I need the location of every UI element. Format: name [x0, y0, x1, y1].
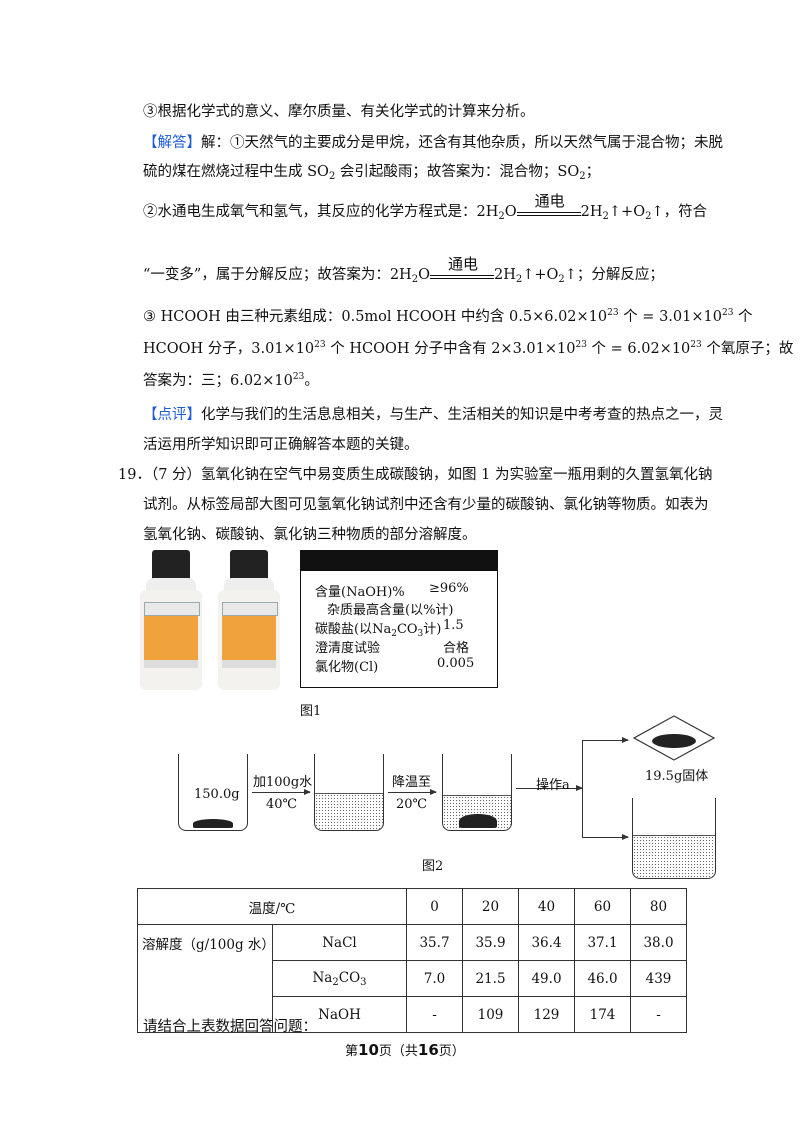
- table-cell: 35.9: [462, 924, 519, 961]
- table-cell: 60: [574, 888, 631, 925]
- answer-tag: 【解答】: [143, 135, 201, 151]
- label-chloride-value: 0.005: [437, 656, 475, 671]
- branch-line: [582, 740, 583, 837]
- question-19-line-1: 19．（7 分）氢氧化钠在空气中易变质生成碳酸钠，如图 1 为实验室一瓶用剩的久…: [118, 467, 713, 483]
- reaction-condition: 通电: [516, 192, 581, 220]
- step-2-temp: 20℃: [396, 797, 428, 812]
- label-carbonate: 碳酸盐(以Na2CO3计): [315, 622, 442, 639]
- step-1-label: 加100g水: [253, 775, 313, 790]
- operation-a: 操作a: [536, 778, 570, 793]
- label-impurity-title: 杂质最高含量(以%计): [327, 603, 454, 618]
- table-cell: -: [406, 996, 463, 1033]
- figure-1-caption: 图1: [300, 704, 322, 719]
- table-cell: 80: [630, 888, 687, 925]
- arrow-1: [252, 789, 311, 795]
- question-19-line-2: 试剂。从标签局部大图可见氢氧化钠试剂中还含有少量的碳酸钠、氯化钠等物质。如表为: [143, 497, 709, 513]
- table-cell: Na2CO3: [272, 960, 407, 997]
- table-cell: 174: [574, 996, 631, 1033]
- arrow-to-filtrate: [582, 834, 629, 840]
- table-cell: NaCl: [272, 924, 407, 961]
- step-2-label: 降温至: [392, 775, 432, 790]
- solid-mass: 19.5g固体: [645, 769, 709, 784]
- table-cell: 49.0: [518, 960, 575, 997]
- comment-line-2: 活运用所学知识即可正确解答本题的关键。: [143, 437, 419, 453]
- label-content-value: ≥96%: [429, 581, 469, 596]
- table-row: 温度/℃ 0 20 40 60 80: [137, 888, 687, 925]
- table-cell: NaOH: [272, 996, 407, 1033]
- table-cell: 20: [462, 888, 519, 925]
- beaker-2: [314, 754, 384, 831]
- answer-line-4: ③ HCOOH 由三种元素组成：0.5mol HCOOH 中约含 0.5×6.0…: [143, 308, 753, 325]
- table-cell: 109: [462, 996, 519, 1033]
- answer-line-2: 硫的煤在燃烧过程中生成 SO2 会引起酸雨；故答案为：混合物；SO2；: [143, 164, 601, 182]
- temp-header: 温度/℃: [137, 888, 407, 925]
- table-cell: 35.7: [406, 924, 463, 961]
- step-1-temp: 40℃: [266, 797, 298, 812]
- table-row: Na2CO3 7.0 21.5 49.0 46.0 439: [138, 960, 687, 997]
- label-chloride: 氯化物(Cl): [315, 660, 379, 675]
- answer-line-5: HCOOH 分子，3.01×1023 个 HCOOH 分子中含有 2×3.01×…: [143, 340, 794, 357]
- comment-tag: 【点评】: [143, 407, 201, 423]
- question-prompt: 请结合上表数据回答问题：: [143, 1019, 317, 1035]
- arrow-3: [516, 785, 583, 791]
- beaker-1: [178, 754, 248, 831]
- table-cell: 40: [518, 888, 575, 925]
- table-row: NaOH - 109 129 174 -: [138, 996, 687, 1033]
- reagent-label-enlarged: 含量(NaOH)% ≥96% 杂质最高含量(以%计) 碳酸盐(以Na2CO3计)…: [300, 550, 498, 688]
- answer-line-6: 答案为：三；6.02×1023。: [143, 372, 319, 389]
- figure-2-caption: 图2: [422, 859, 444, 874]
- label-content: 含量(NaOH)%: [315, 585, 405, 600]
- table-row: 溶解度（g/100g 水） NaCl 35.7 35.9 36.4 37.1 3…: [137, 924, 687, 1033]
- reagent-bottle-photo: [140, 550, 202, 690]
- arrow-2: [388, 789, 437, 795]
- table-cell: 37.1: [574, 924, 631, 961]
- reagent-bottle-photo-2: [218, 550, 280, 690]
- table-cell: 129: [518, 996, 575, 1033]
- table-cell: 7.0: [406, 960, 463, 997]
- answer-line-1: 【解答】解：①天然气的主要成分是甲烷，还含有其他杂质，所以天然气属于混合物；未脱: [143, 135, 723, 151]
- page-footer: 第10页（共16页）: [345, 1041, 465, 1059]
- analysis-line-3: ③根据化学式的意义、摩尔质量、有关化学式的计算来分析。: [143, 104, 535, 120]
- label-clarity: 澄清度试验: [315, 641, 381, 656]
- label-carbonate-value: 1.5: [443, 618, 464, 633]
- label-clarity-value: 合格: [443, 641, 470, 656]
- table-cell: -: [630, 996, 687, 1033]
- beaker-3: [442, 754, 512, 831]
- table-cell: 0: [406, 888, 463, 925]
- filter-paper-with-solid: [632, 715, 716, 761]
- question-19-line-3: 氢氧化钠、碳酸钠、氯化钠三种物质的部分溶解度。: [143, 527, 477, 543]
- solubility-table: 温度/℃ 0 20 40 60 80 溶解度（g/100g 水） NaCl 35…: [137, 888, 687, 1033]
- initial-mass: 150.0g: [194, 787, 240, 802]
- table-cell: 439: [630, 960, 687, 997]
- table-cell: 36.4: [518, 924, 575, 961]
- comment-line-1: 【点评】化学与我们的生活息息相关，与生产、生活相关的知识是中考考查的热点之一，灵: [143, 407, 723, 423]
- arrow-to-solid: [582, 737, 629, 743]
- table-cell: 21.5: [462, 960, 519, 997]
- table-cell: 38.0: [630, 924, 687, 961]
- reaction-condition-2: 通电: [429, 255, 494, 283]
- beaker-4: [632, 798, 716, 879]
- table-cell: 46.0: [574, 960, 631, 997]
